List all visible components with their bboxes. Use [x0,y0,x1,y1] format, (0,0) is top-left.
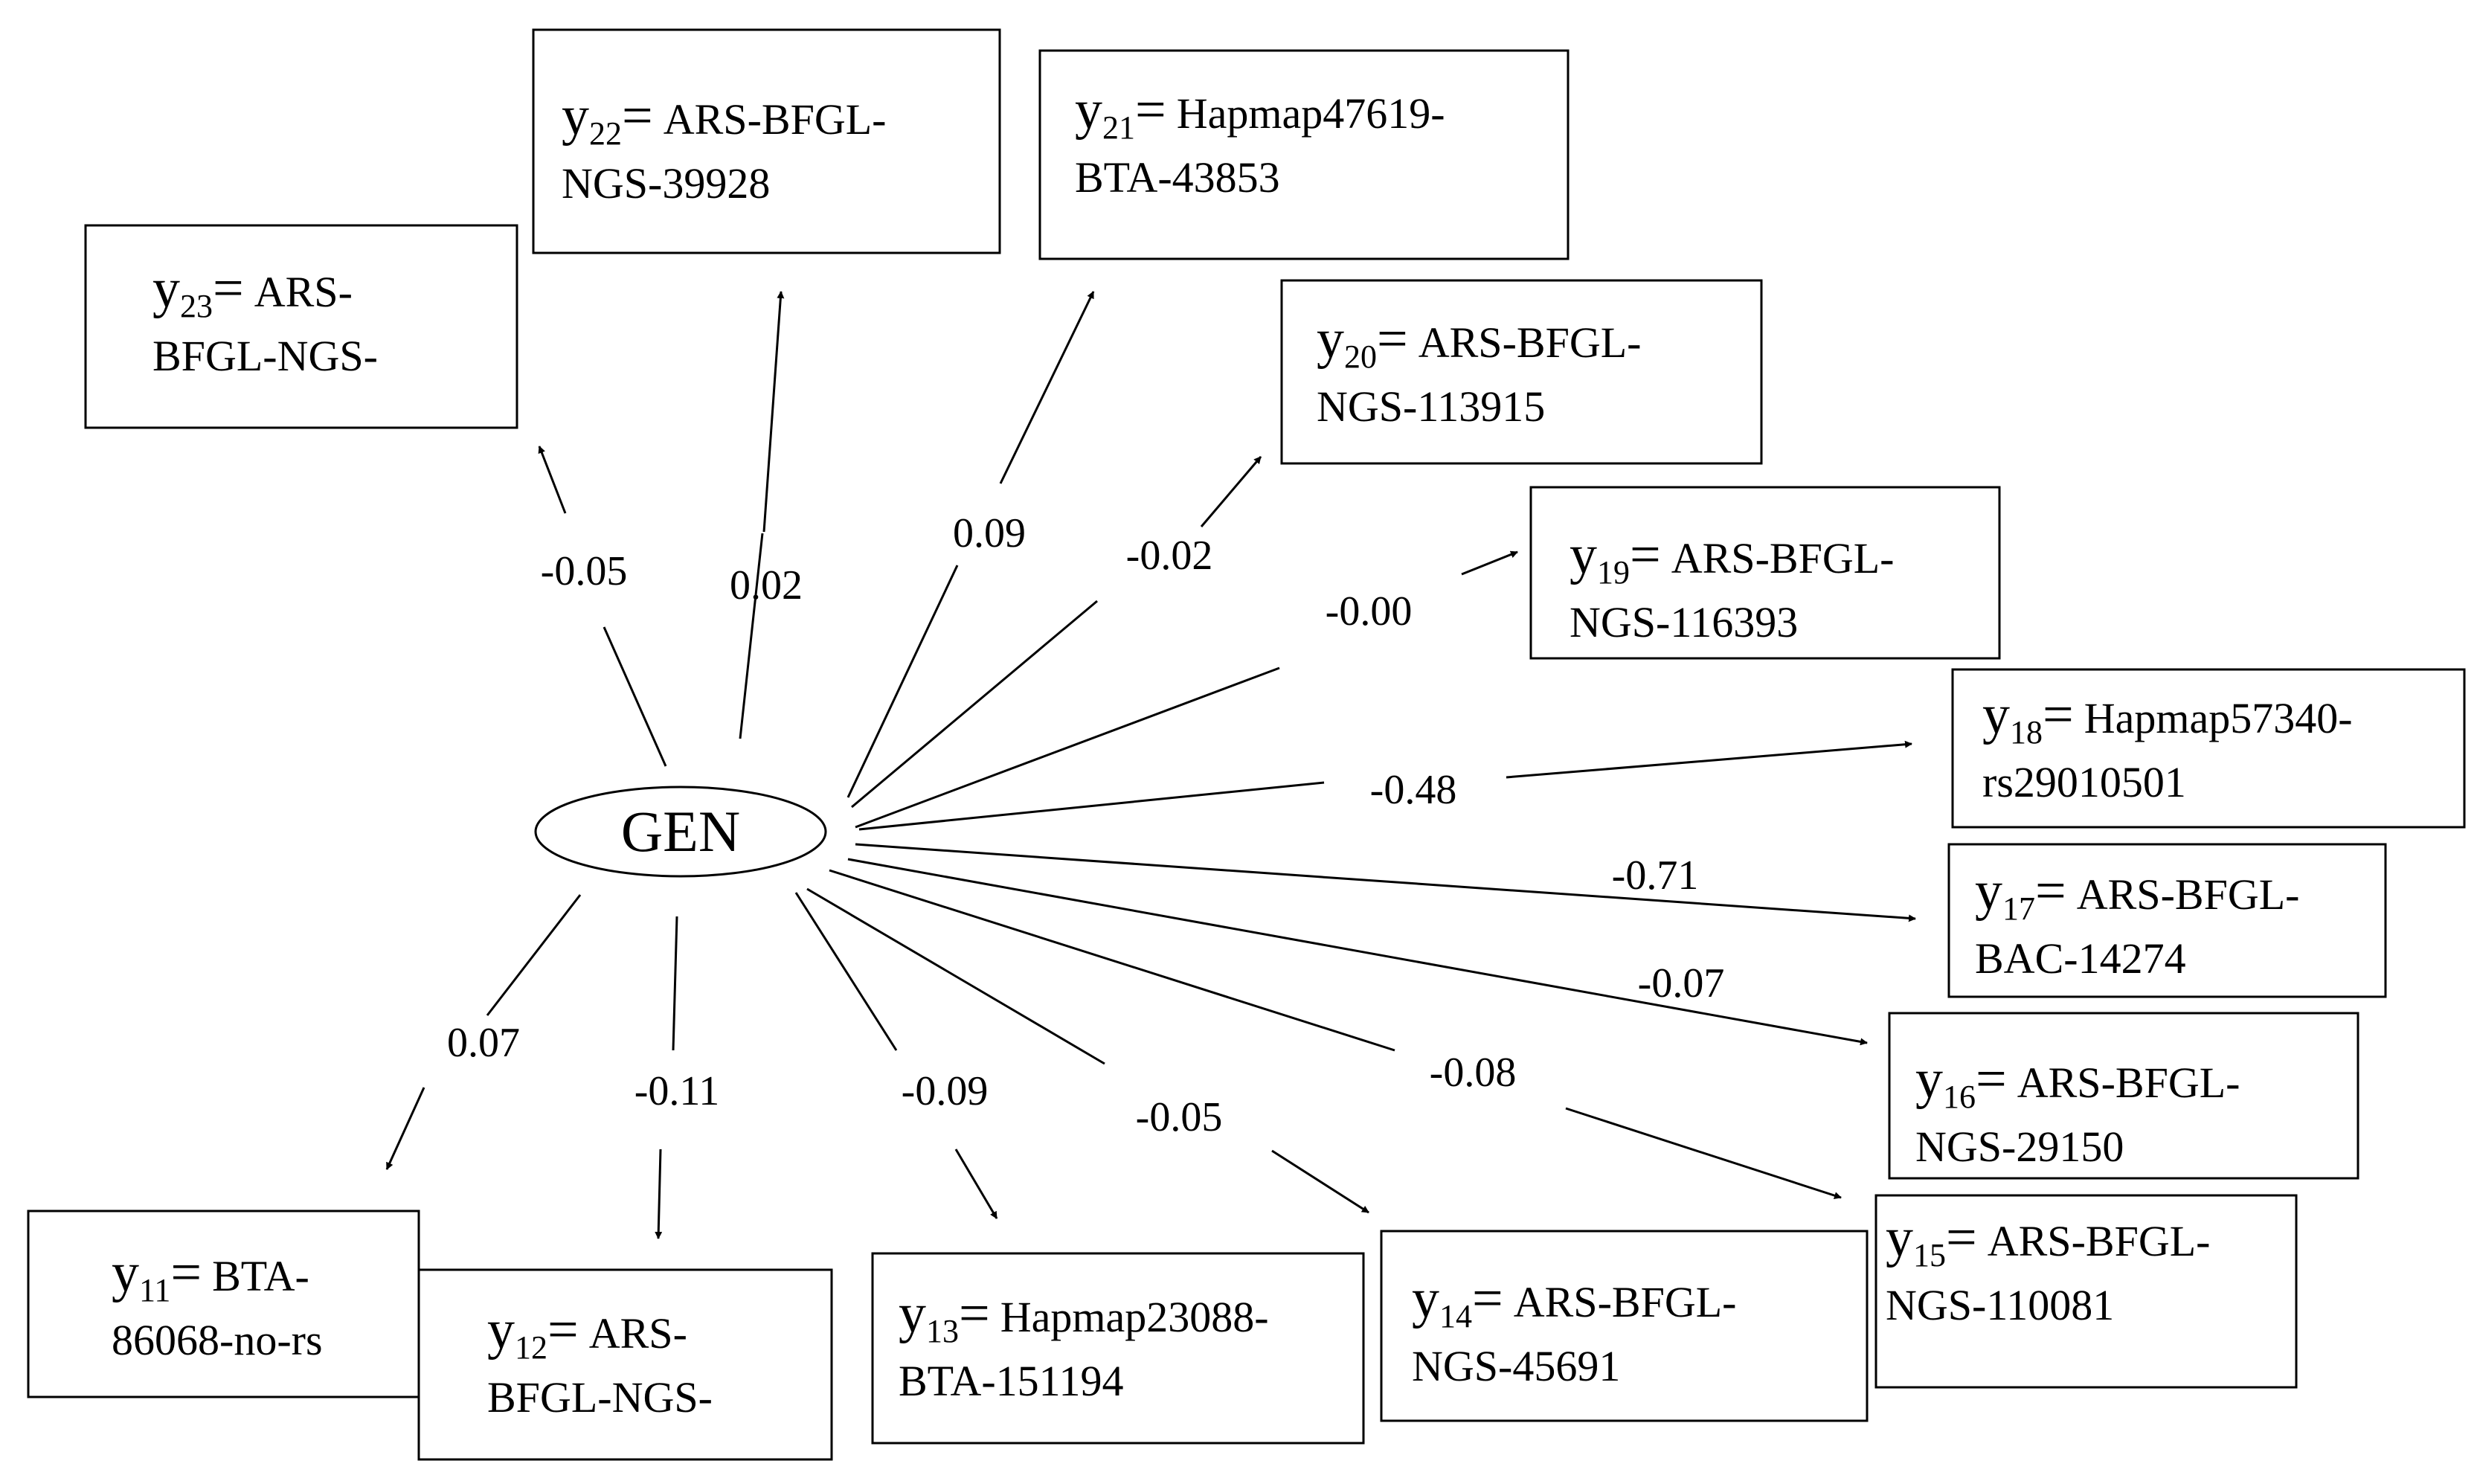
indicator-label-line2: NGS-39928 [562,159,770,208]
indicator-label-line2: NGS-110081 [1886,1281,2114,1329]
path-line-y15 [829,869,1395,1052]
indicator-label-line1: y17=ARS-BFGL- [1975,861,2299,927]
path-line-y13 [794,892,898,1051]
indicator-label-line2: NGS-113915 [1317,382,1545,431]
path-arrow-y13 [954,1149,998,1219]
indicator-label-line1: y18=Hapmap57340- [1982,684,2353,751]
indicator-label-line2: BAC-14274 [1975,934,2186,983]
path-line-y19 [855,666,1280,829]
indicator-box-y13: y13=Hapmap23088- BTA-151194 [871,1252,1365,1445]
indicator-box-border [1038,49,1570,260]
indicator-label-line1: y22=ARS-BFGL- [562,86,886,152]
path-arrow-y15 [1565,1107,1842,1199]
path-arrow-y12 [655,1149,663,1239]
indicator-label-line1: y13=Hapmap23088- [899,1283,1269,1349]
indicator-label-line2: NGS-29150 [1915,1122,2124,1171]
indicator-box-y17: y17=ARS-BFGL- BAC-14274 [1947,843,2387,998]
path-arrow-y17 [855,843,1916,922]
path-coefficient-y21: 0.09 [953,510,1026,556]
path-coefficient-y22: 0.02 [730,562,803,608]
indicator-box-border [1947,843,2387,998]
indicator-label-line2: NGS-45691 [1412,1342,1620,1390]
path-line-y22 [739,533,764,739]
indicator-boxes: y23=ARS-BFGL-NGS-y22=ARS-BFGL-NGS-39928y… [27,28,2466,1461]
indicator-box-border [417,1268,833,1461]
indicator-label-line2: BTA-43853 [1075,153,1280,202]
gen-ellipse [534,786,827,878]
path-arrow-y23 [538,446,567,514]
indicator-label-line1: y19=ARS-BFGL- [1570,524,1894,591]
path-coefficient-y17: -0.71 [1612,852,1699,899]
indicator-label-line1: y12=ARS- [487,1300,687,1366]
path-arrow-y22 [762,291,785,533]
indicator-label-line1: y15=ARS-BFGL- [1886,1207,2210,1273]
indicator-box-border [532,28,1001,254]
indicator-label-line2: BTA-151194 [899,1357,1124,1405]
indicator-box-y21: y21=Hapmap47619- BTA-43853 [1038,49,1570,260]
indicator-box-y11: y11=BTA- 86068-no-rs [27,1210,420,1398]
path-coefficient-y20: -0.02 [1126,533,1213,579]
indicator-box-border [1874,1194,2298,1389]
path-line-y11 [486,894,582,1016]
indicator-box-y23: y23=ARS- BFGL-NGS- [84,224,518,429]
path-arrow-y18 [1506,740,1912,779]
indicator-box-border [1380,1230,1869,1422]
indicator-label-line2: BFGL-NGS- [487,1373,713,1422]
path-coefficient-y14: -0.05 [1136,1094,1223,1140]
latent-variable-gen: GEN [534,786,827,878]
path-coefficient-y15: -0.08 [1430,1050,1517,1096]
path-coefficient-y13: -0.09 [902,1068,989,1114]
indicator-box-border [871,1252,1365,1445]
indicator-box-border [1951,668,2466,829]
indicator-box-border [1888,1012,2359,1180]
path-coefficients: -0.05 0.02 0.09 -0.02 -0.00 -0.48 -0.71 -0.07 -0… [447,510,1724,1140]
indicator-box-border [27,1210,420,1398]
indicator-box-y16: y16=ARS-BFGL- NGS-29150 [1888,1012,2359,1180]
path-line-y18 [858,781,1325,831]
path-arrow-y20 [1200,456,1262,527]
indicator-box-y22: y22=ARS-BFGL- NGS-39928 [532,28,1001,254]
path-coefficient-y11: 0.07 [447,1020,520,1066]
path-line-y12 [672,916,678,1051]
path-coefficient-y19: -0.00 [1326,588,1413,635]
path-coefficient-y18: -0.48 [1370,767,1457,813]
indicator-box-border [1280,279,1763,465]
path-arrow-y16 [847,858,1868,1046]
indicator-box-y14: y14=ARS-BFGL- NGS-45691 [1380,1230,1869,1422]
path-arrow-y11 [385,1087,425,1170]
indicator-label-line1: y11=BTA- [112,1242,309,1308]
path-line-y21 [846,565,959,798]
indicator-box-y15: y15=ARS-BFGL- NGS-110081 [1874,1194,2298,1389]
indicator-label-line1: y20=ARS-BFGL- [1317,309,1641,375]
path-arrow-y14 [1271,1149,1369,1214]
path-line-y23 [603,626,667,767]
path-coefficient-y16: -0.07 [1638,960,1725,1006]
indicator-box-y20: y20=ARS-BFGL- NGS-113915 [1280,279,1763,465]
path-coefficient-y23: -0.05 [541,548,628,594]
indicator-box-y18: y18=Hapmap57340- rs29010501 [1951,668,2466,829]
indicator-box-y19: y19=ARS-BFGL- NGS-116393 [1529,486,2001,660]
path-line-y14 [806,887,1105,1065]
indicator-label-line2: BFGL-NGS- [152,332,378,380]
indicator-label-line1: y14=ARS-BFGL- [1412,1268,1736,1334]
indicator-label-line1: y21=Hapmap47619- [1075,80,1445,146]
indicator-box-border [1529,486,2001,660]
indicator-box-border [84,224,518,429]
indicator-label-line2: rs29010501 [1982,758,2186,806]
gen-label: GEN [621,799,740,864]
path-coefficient-y12: -0.11 [634,1068,720,1114]
path-arrow-y19 [1461,550,1518,576]
path-edges [385,291,1916,1239]
indicator-label-line1: y16=ARS-BFGL- [1915,1049,2240,1115]
indicator-box-y12: y12=ARS- BFGL-NGS- [417,1268,833,1461]
path-line-y20 [851,600,1098,809]
indicator-label-line1: y23=ARS- [152,258,353,324]
indicator-label-line2: NGS-116393 [1570,598,1798,646]
indicator-label-line2: 86068-no-rs [112,1316,323,1364]
path-arrow-y21 [999,291,1095,484]
